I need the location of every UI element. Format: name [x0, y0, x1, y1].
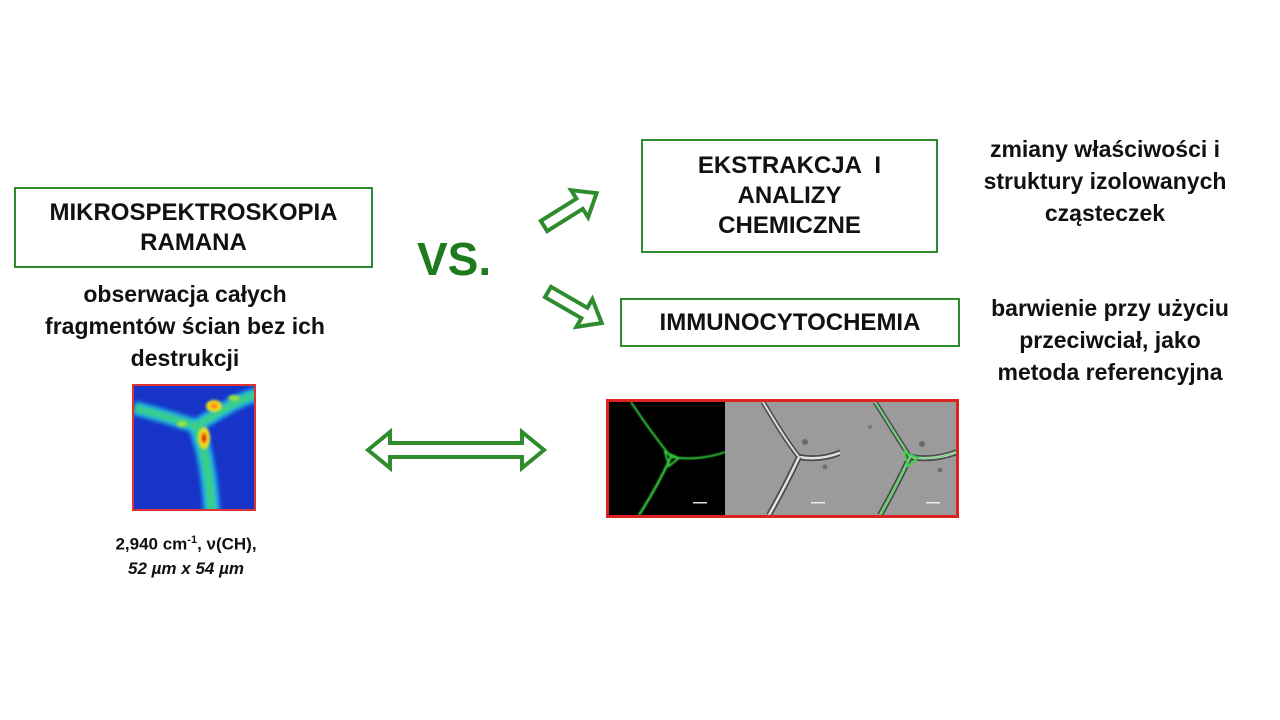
extraction-desc-line3: cząsteczek [1044, 200, 1166, 226]
raman-caption: 2,940 cm-1, ν(CH), 52 µm x 54 µm [70, 528, 302, 581]
immunocytochemistry-box: IMMUNOCYTOCHEMIA [620, 298, 960, 347]
vs-label: VS. [417, 233, 492, 285]
arrow-down-right-icon [542, 284, 605, 330]
caption-mode: , ν(CH), [197, 534, 257, 554]
immuno-desc-line2: przeciwciał, jako [1019, 327, 1201, 353]
extraction-description: zmiany właściwości i struktury izolowany… [950, 133, 1260, 229]
double-arrow-icon [364, 427, 548, 473]
raman-description: obserwacja całych fragmentów ścian bez i… [20, 278, 350, 374]
fluorescence-panel [609, 402, 725, 515]
immuno-desc-line1: barwienie przy użyciu [991, 295, 1229, 321]
caption-size: 52 µm x 54 µm [128, 558, 244, 578]
raman-desc-line2: fragmentów ścian bez ich [45, 313, 325, 339]
extraction-title-line3: CHEMICZNE [718, 212, 861, 239]
caption-superscript: -1 [187, 534, 198, 546]
immunocytochemistry-title: IMMUNOCYTOCHEMIA [659, 308, 921, 336]
raman-title-line2: RAMANA [140, 228, 247, 256]
raman-map-image [132, 384, 256, 511]
brightfield-panel [724, 402, 841, 515]
overlay-panel [840, 402, 956, 515]
extraction-title-line1: EKSTRAKCJA I [697, 152, 882, 179]
immunocytochemistry-description: barwienie przy użyciu przeciwciał, jako … [960, 292, 1260, 388]
extraction-desc-line1: zmiany właściwości i [989, 136, 1221, 162]
caption-wavenumber: 2,940 cm [115, 534, 188, 554]
caption-line1: 2,940 cm-1, ν(CH), [70, 528, 302, 557]
immunofluorescence-image [606, 399, 959, 518]
extraction-analysis-box: EKSTRAKCJA I ANALIZY CHEMICZNE [641, 139, 938, 253]
immuno-desc-line3: metoda referencyjna [997, 359, 1223, 385]
raman-desc-line1: obserwacja całych [83, 281, 287, 307]
raman-desc-line3: destrukcji [130, 345, 240, 371]
arrow-up-right-icon [538, 187, 600, 234]
extraction-title-line2: ANALIZY [737, 182, 842, 209]
raman-title-line1: MIKROSPEKTROSKOPIA [49, 198, 338, 226]
extraction-desc-line2: struktury izolowanych [983, 168, 1227, 194]
raman-microspectroscopy-box: MIKROSPEKTROSKOPIA RAMANA [14, 187, 373, 268]
